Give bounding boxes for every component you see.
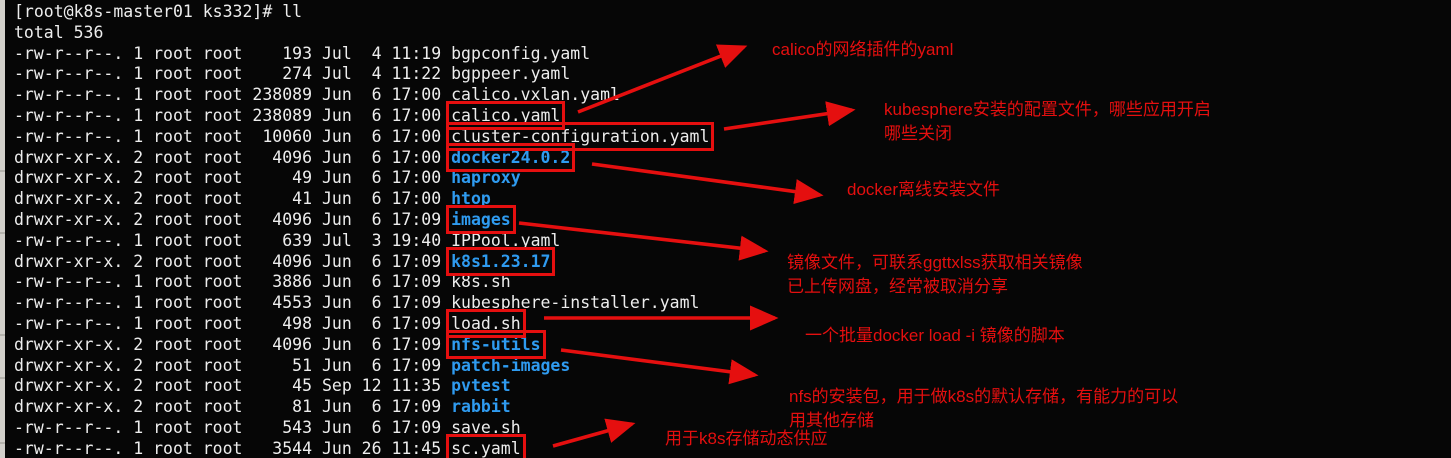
file-name: kubesphere-installer.yaml (451, 293, 700, 313)
file-meta: drwxr-xr-x. 2 root root 4096 Jun 6 17:09 (14, 251, 452, 271)
file-row: drwxr-xr-x. 2 root root 4096 Jun 6 17:09… (14, 204, 1451, 234)
strip-tick (0, 232, 5, 234)
file-name: docker24.0.2 (446, 142, 576, 172)
file-meta: drwxr-xr-x. 2 root root 49 Jun 6 17:00 (14, 168, 452, 188)
strip-tick (0, 170, 5, 172)
annotation-text: 用于k8s存储动态供应 (665, 429, 828, 448)
annotation-text: 镜像文件，可联系ggttxlss获取相关镜像已上传网盘，经常被取消分享 (787, 253, 1083, 296)
total-line: total 536 (14, 22, 104, 42)
file-meta: drwxr-xr-x. 2 root root 4096 Jun 6 17:09 (14, 334, 452, 354)
file-row: drwxr-xr-x. 2 root root 51 Jun 6 17:09 p… (14, 356, 1451, 377)
file-meta: drwxr-xr-x. 2 root root 81 Jun 6 17:09 (14, 397, 452, 417)
file-row: -rw-r--r--. 1 root root 639 Jul 3 19:40 … (14, 231, 1451, 252)
file-meta: -rw-r--r--. 1 root root 10060 Jun 6 17:0… (14, 126, 452, 146)
file-meta: -rw-r--r--. 1 root root 238089 Jun 6 17:… (14, 85, 452, 105)
file-row: -rw-r--r--. 1 root root 238089 Jun 6 17:… (14, 100, 1451, 130)
file-row: drwxr-xr-x. 2 root root 49 Jun 6 17:00 h… (14, 168, 1451, 189)
file-name: haproxy (451, 168, 521, 188)
annotation-text: nfs的安装包，用于做k8s的默认存储，有能力的可以用其他存储 (789, 387, 1179, 430)
file-meta: -rw-r--r--. 1 root root 274 Jul 4 11:22 (14, 64, 452, 84)
annotation-text: docker离线安装文件 (847, 180, 1001, 199)
file-row: drwxr-xr-x. 2 root root 4096 Jun 6 17:09… (14, 329, 1451, 359)
file-row: drwxr-xr-x. 2 root root 4096 Jun 6 17:00… (14, 142, 1451, 172)
file-name: k8s.sh (451, 272, 511, 292)
annotation-text: 一个批量docker load -i 镜像的脚本 (805, 326, 1065, 345)
file-row: -rw-r--r--. 1 root root 274 Jul 4 11:22 … (14, 64, 1451, 85)
file-listing: -rw-r--r--. 1 root root 193 Jul 4 11:19 … (14, 44, 1451, 458)
file-row: -rw-r--r--. 1 root root 10060 Jun 6 17:0… (14, 121, 1451, 151)
file-name: save.sh (451, 417, 521, 437)
strip-tick (0, 442, 5, 444)
file-name: images (446, 204, 516, 234)
file-name: bgpconfig.yaml (451, 43, 591, 63)
file-meta: drwxr-xr-x. 2 root root 51 Jun 6 17:09 (14, 355, 452, 375)
file-meta: -rw-r--r--. 1 root root 543 Jun 6 17:09 (14, 417, 452, 437)
file-row: -rw-r--r--. 1 root root 3886 Jun 6 17:09… (14, 272, 1451, 293)
file-row: -rw-r--r--. 1 root root 498 Jun 6 17:09 … (14, 308, 1451, 338)
file-meta: -rw-r--r--. 1 root root 498 Jun 6 17:09 (14, 313, 452, 333)
file-meta: drwxr-xr-x. 2 root root 4096 Jun 6 17:09 (14, 209, 452, 229)
file-name: pvtest (451, 376, 511, 396)
file-row: drwxr-xr-x. 2 root root 45 Sep 12 11:35 … (14, 376, 1451, 397)
file-name: rabbit (451, 397, 511, 417)
file-name: calico.yaml (446, 100, 566, 130)
strip-tick (0, 377, 5, 379)
file-meta: -rw-r--r--. 1 root root 639 Jul 3 19:40 (14, 230, 452, 250)
terminal-output: [root@k8s-master01 ks332]# ll total 536 … (5, 0, 1451, 458)
annotation-text: kubesphere安装的配置文件，哪些应用开启哪些关闭 (884, 100, 1211, 143)
file-name: htop (451, 189, 491, 209)
file-meta: -rw-r--r--. 1 root root 193 Jul 4 11:19 (14, 43, 452, 63)
file-row: -rw-r--r--. 1 root root 3544 Jun 26 11:4… (14, 433, 1451, 458)
left-edge-strip (0, 0, 5, 458)
file-meta: -rw-r--r--. 1 root root 238089 Jun 6 17:… (14, 105, 452, 125)
file-row: -rw-r--r--. 1 root root 238089 Jun 6 17:… (14, 85, 1451, 106)
file-meta: -rw-r--r--. 1 root root 3886 Jun 6 17:09 (14, 272, 452, 292)
file-row: -rw-r--r--. 1 root root 4553 Jun 6 17:09… (14, 293, 1451, 314)
file-name: bgppeer.yaml (451, 64, 571, 84)
file-row: drwxr-xr-x. 2 root root 81 Jun 6 17:09 r… (14, 397, 1451, 418)
file-meta: -rw-r--r--. 1 root root 4553 Jun 6 17:09 (14, 293, 452, 313)
annotation-text: calico的网络插件的yaml (772, 40, 954, 59)
file-name: IPPool.yaml (451, 230, 561, 250)
file-name: nfs-utils (446, 329, 546, 359)
file-name: patch-images (451, 355, 571, 375)
file-row: -rw-r--r--. 1 root root 543 Jun 6 17:09 … (14, 418, 1451, 439)
file-name: k8s1.23.17 (446, 246, 556, 276)
strip-tick (0, 334, 5, 336)
file-row: drwxr-xr-x. 2 root root 41 Jun 6 17:00 h… (14, 189, 1451, 210)
file-row: drwxr-xr-x. 2 root root 4096 Jun 6 17:09… (14, 246, 1451, 276)
file-name: load.sh (446, 308, 526, 338)
file-name: calico.vxlan.yaml (451, 85, 620, 105)
file-name: cluster-configuration.yaml (446, 121, 715, 151)
file-meta: drwxr-xr-x. 2 root root 45 Sep 12 11:35 (14, 376, 452, 396)
file-name: sc.yaml (446, 433, 526, 458)
file-meta: drwxr-xr-x. 2 root root 41 Jun 6 17:00 (14, 189, 452, 209)
file-meta: drwxr-xr-x. 2 root root 4096 Jun 6 17:00 (14, 147, 452, 167)
file-row: -rw-r--r--. 1 root root 193 Jul 4 11:19 … (14, 44, 1451, 65)
prompt-line: [root@k8s-master01 ks332]# ll (14, 2, 303, 21)
file-meta: -rw-r--r--. 1 root root 3544 Jun 26 11:4… (14, 438, 452, 458)
